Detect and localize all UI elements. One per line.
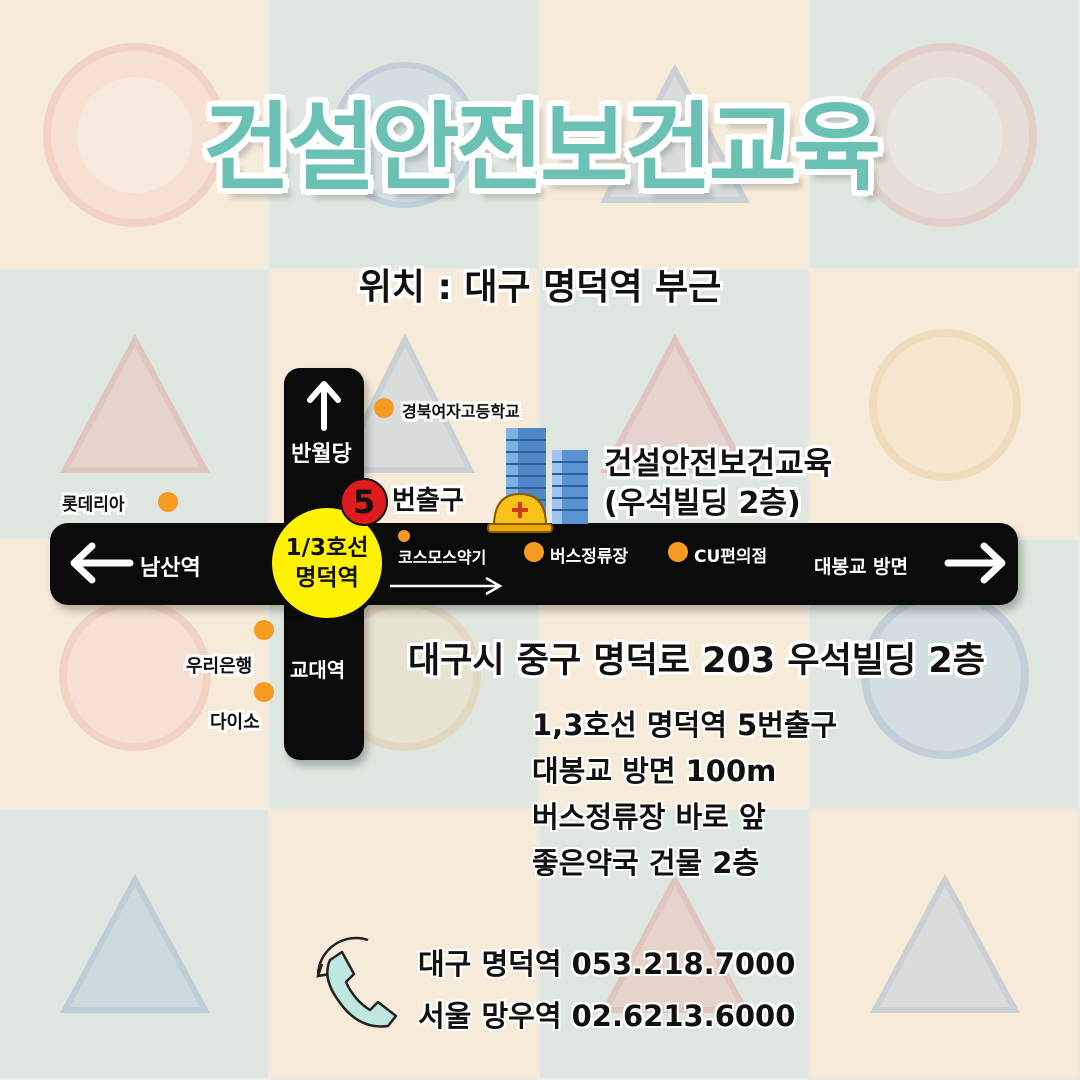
poi-dot — [254, 682, 274, 702]
direction-item: 버스정류장 바로 앞 — [532, 800, 766, 834]
arrow-left-icon — [70, 542, 134, 584]
poi-woori-bank: 우리은행 — [186, 656, 253, 677]
location-line: 위치 : 대구 명덕역 부근 — [358, 267, 722, 308]
arrow-right-icon — [944, 542, 1006, 584]
north-label: 반월당 — [291, 442, 352, 467]
station-line: 1/3호선 — [285, 535, 369, 561]
contact-seoul: 서울 망우역 02.6213.6000 — [418, 999, 796, 1033]
poi-cu: CU편의점 — [694, 547, 768, 567]
bg-tile — [0, 810, 268, 1078]
building-name: 건설안전보건교육 — [604, 446, 833, 482]
poi-lotteria: 롯데리아 — [62, 495, 125, 515]
bg-tile — [810, 0, 1078, 268]
poi-school: 경북여자고등학교 — [402, 402, 520, 421]
bg-tile — [270, 810, 538, 1078]
direction-item: 좋은약국 건물 2층 — [532, 846, 760, 880]
bg-tile — [270, 0, 538, 268]
poi-daiso: 다이소 — [210, 712, 260, 733]
station-name: 명덕역 — [295, 565, 359, 591]
poi-dot — [524, 542, 544, 562]
direction-item: 1,3호선 명덕역 5번출구 — [532, 708, 838, 742]
bg-tile — [0, 270, 268, 538]
west-label: 남산역 — [140, 556, 201, 581]
east-west-road — [50, 523, 1018, 605]
arrow-up-icon — [307, 381, 341, 431]
east-label: 대봉교 방면 — [814, 556, 909, 578]
poi-dot — [398, 530, 410, 542]
bg-tile — [810, 270, 1078, 538]
poi-dot — [374, 398, 394, 418]
poi-dot — [254, 620, 274, 640]
exit-number-badge: 5 — [340, 478, 388, 526]
address: 대구시 중구 명덕로 203 우석빌딩 2층 — [408, 641, 985, 681]
route-arrow-icon — [390, 576, 503, 596]
bg-tile — [540, 810, 808, 1078]
south-label: 교대역 — [290, 658, 346, 682]
building-floor: (우석빌딩 2층) — [604, 486, 801, 521]
page-title: 건설안전보건교육 — [202, 92, 882, 204]
phone-icon — [316, 936, 398, 1028]
poi-dot — [158, 492, 178, 512]
contact-list: 대구 명덕역 053.218.7000 서울 망우역 02.6213.6000 — [418, 938, 795, 1042]
bg-tile — [0, 0, 268, 268]
contact-daegu: 대구 명덕역 053.218.7000 — [418, 947, 796, 981]
bg-tile — [810, 810, 1078, 1078]
hard-hat-icon — [487, 492, 553, 533]
poi-pharmacy: 코스모스약기 — [398, 548, 487, 567]
exit-label: 번출구 — [392, 486, 464, 516]
bg-tile — [540, 0, 808, 268]
poi-dot — [668, 542, 688, 562]
direction-item: 대봉교 방면 100m — [532, 754, 777, 788]
directions-list: 1,3호선 명덕역 5번출구 대봉교 방면 100m 버스정류장 바로 앞 좋은… — [532, 702, 837, 886]
poi-bus-stop: 버스정류장 — [550, 547, 629, 567]
